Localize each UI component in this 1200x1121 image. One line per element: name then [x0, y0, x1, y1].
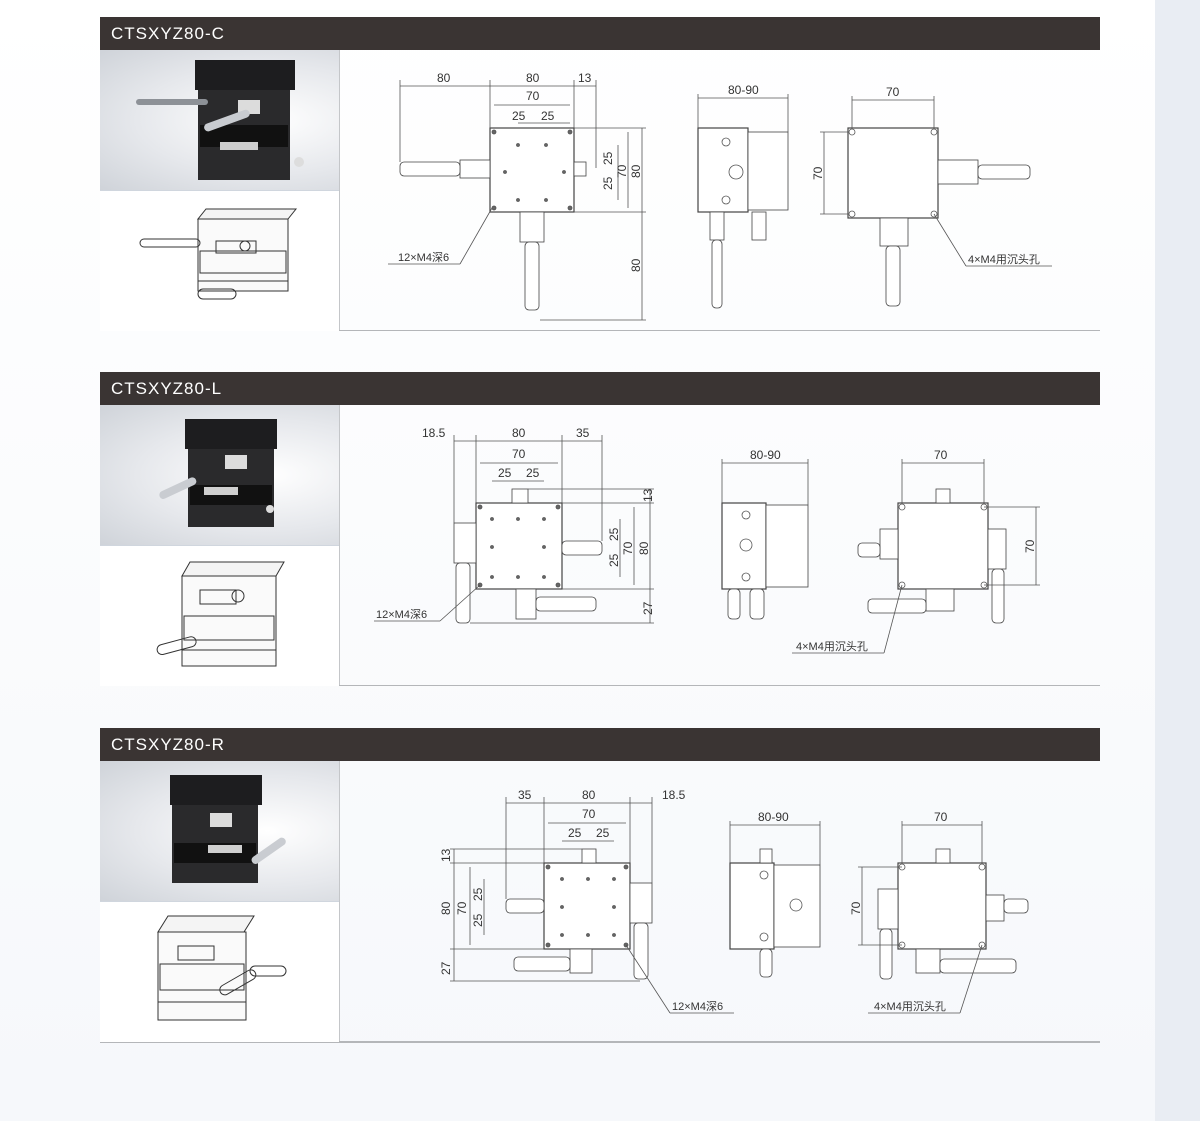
dim-18-5: 18.5 — [662, 788, 686, 802]
section-ctsxyz80-l: CTSXYZ80-L — [100, 372, 1100, 686]
dim-25-b: 25 — [541, 109, 555, 123]
dim-v25-b: 25 — [601, 176, 615, 190]
page: CTSXYZ80-C — [0, 0, 1155, 1121]
dim-35: 35 — [518, 788, 532, 802]
product-lineart-photo — [100, 901, 339, 1042]
technical-drawing: 35 80 18.5 70 25 25 13 80 70 25 25 27 12… — [340, 761, 1100, 1041]
callout-countersunk-holes: 4×M4用沉头孔 — [968, 253, 1040, 266]
dim-v25-b: 25 — [607, 553, 621, 567]
dim-v25-a: 25 — [607, 527, 621, 541]
dim-25-a: 25 — [568, 826, 582, 840]
product-photos — [100, 405, 340, 686]
dim-v25-b: 25 — [471, 913, 485, 927]
dim-side-width: 80-90 — [758, 810, 789, 824]
dim-v27: 27 — [641, 601, 655, 615]
dim-25-a: 25 — [512, 109, 526, 123]
technical-drawing: 18.5 80 35 70 25 25 13 25 25 70 80 27 12… — [340, 405, 1100, 685]
product-photos — [100, 761, 340, 1042]
dim-80: 80 — [582, 788, 596, 802]
callout-mounting-holes: 12×M4深6 — [672, 1000, 723, 1013]
dim-13: 13 — [578, 71, 592, 85]
dim-25-b: 25 — [526, 466, 540, 480]
dim-right-width: 70 — [886, 85, 900, 99]
dim-side-width: 80-90 — [728, 83, 759, 97]
dim-right-height: 70 — [849, 901, 863, 915]
section-ctsxyz80-c: CTSXYZ80-C — [100, 17, 1100, 331]
technical-drawing: 80 80 13 70 25 25 25 25 70 80 80 12×M4深6 — [340, 50, 1100, 330]
section-title: CTSXYZ80-L — [100, 372, 1100, 405]
product-render-photo — [100, 761, 339, 901]
dim-v70: 70 — [621, 541, 635, 555]
section-ctsxyz80-r: CTSXYZ80-R — [100, 728, 1100, 1043]
callout-mounting-holes: 12×M4深6 — [376, 608, 427, 621]
dim-80-left: 80 — [437, 71, 451, 85]
callout-countersunk-holes: 4×M4用沉头孔 — [874, 1000, 946, 1013]
dim-right-width: 70 — [934, 810, 948, 824]
dim-side-width: 80-90 — [750, 448, 781, 462]
product-lineart-photo — [100, 545, 339, 686]
dim-25-b: 25 — [596, 826, 610, 840]
section-title: CTSXYZ80-C — [100, 17, 1100, 50]
callout-countersunk-holes: 4×M4用沉头孔 — [796, 640, 868, 653]
dim-v25-a: 25 — [471, 887, 485, 901]
dim-v13: 13 — [439, 848, 453, 862]
dim-70: 70 — [526, 89, 540, 103]
dim-v70: 70 — [455, 901, 469, 915]
product-photos — [100, 50, 340, 331]
callout-mounting-holes: 12×M4深6 — [398, 251, 449, 264]
dim-25-a: 25 — [498, 466, 512, 480]
dim-right-height: 70 — [811, 166, 825, 180]
dim-v27: 27 — [439, 961, 453, 975]
dim-18-5: 18.5 — [422, 426, 446, 440]
dim-right-width: 70 — [934, 448, 948, 462]
dim-80-top: 80 — [526, 71, 540, 85]
dim-v25-a: 25 — [601, 151, 615, 165]
dim-70: 70 — [512, 447, 526, 461]
dim-v80-b: 80 — [629, 258, 643, 272]
section-title: CTSXYZ80-R — [100, 728, 1100, 761]
product-render-photo — [100, 405, 339, 545]
dim-v13: 13 — [641, 488, 655, 502]
dim-v70: 70 — [615, 164, 629, 178]
dim-35: 35 — [576, 426, 590, 440]
dim-80: 80 — [512, 426, 526, 440]
dim-right-height: 70 — [1023, 539, 1037, 553]
dim-70: 70 — [582, 807, 596, 821]
dim-v80: 80 — [629, 164, 643, 178]
product-render-photo — [100, 50, 339, 190]
product-lineart-photo — [100, 190, 339, 331]
dim-v80: 80 — [439, 901, 453, 915]
dim-v80: 80 — [637, 541, 651, 555]
